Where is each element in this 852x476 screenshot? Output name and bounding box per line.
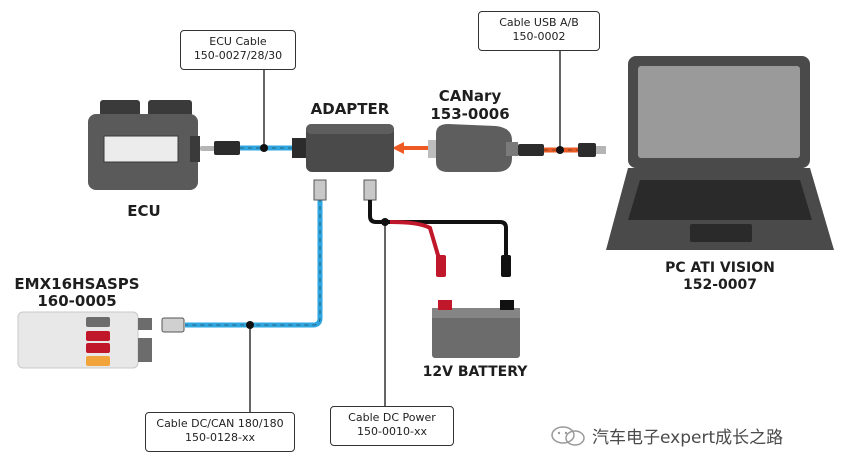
- usb-cable-callout-part: 150-0002: [512, 30, 566, 43]
- dc-power-cable-callout: Cable DC Power 150-0010-xx: [330, 406, 454, 446]
- emx-name-label: EMX16HSASPS: [14, 275, 140, 293]
- ecu-cable-callout-title: ECU Cable: [209, 35, 267, 48]
- callout-leaders: [246, 50, 564, 414]
- pc-name-label: PC ATI VISION: [665, 260, 775, 276]
- ecu-cable-callout-part: 150-0027/28/30: [193, 49, 283, 62]
- adapter-label: ADAPTER: [310, 100, 390, 118]
- wechat-icon: [551, 426, 585, 446]
- dc-can-cable-callout-title: Cable DC/CAN 180/180: [156, 417, 284, 430]
- ecu-label: ECU: [127, 202, 161, 220]
- usb-cable-callout-title: Cable USB A/B: [499, 16, 579, 29]
- emx-part-label: 160-0005: [37, 292, 117, 310]
- dc-power-cable: [363, 179, 511, 277]
- dc-power-cable-callout-title: Cable DC Power: [348, 411, 436, 424]
- battery-label: 12V BATTERY: [422, 364, 528, 380]
- emx-device: [17, 311, 152, 369]
- canary-part-label: 153-0006: [430, 105, 510, 123]
- adapter-device: [306, 124, 394, 172]
- ecu-cable-callout: ECU Cable 150-0027/28/30: [180, 30, 296, 70]
- watermark-text: 汽车电子expert成长之路: [592, 428, 784, 448]
- dc-can-cable-callout: Cable DC/CAN 180/180 150-0128-xx: [145, 412, 295, 452]
- canary-device: [428, 124, 518, 172]
- dc-can-cable-callout-part: 150-0128-xx: [185, 431, 255, 444]
- dc-can-cable: [161, 179, 327, 333]
- pc-part-label: 152-0007: [683, 277, 757, 293]
- ecu-cable: [200, 138, 306, 158]
- laptop-device: [606, 56, 834, 250]
- ecu-device: [88, 100, 200, 190]
- canary-name-label: CANary: [438, 87, 502, 105]
- dc-power-cable-callout-part: 150-0010-xx: [357, 425, 427, 438]
- battery-device: [432, 300, 520, 358]
- usb-cable-callout: Cable USB A/B 150-0002: [478, 11, 600, 51]
